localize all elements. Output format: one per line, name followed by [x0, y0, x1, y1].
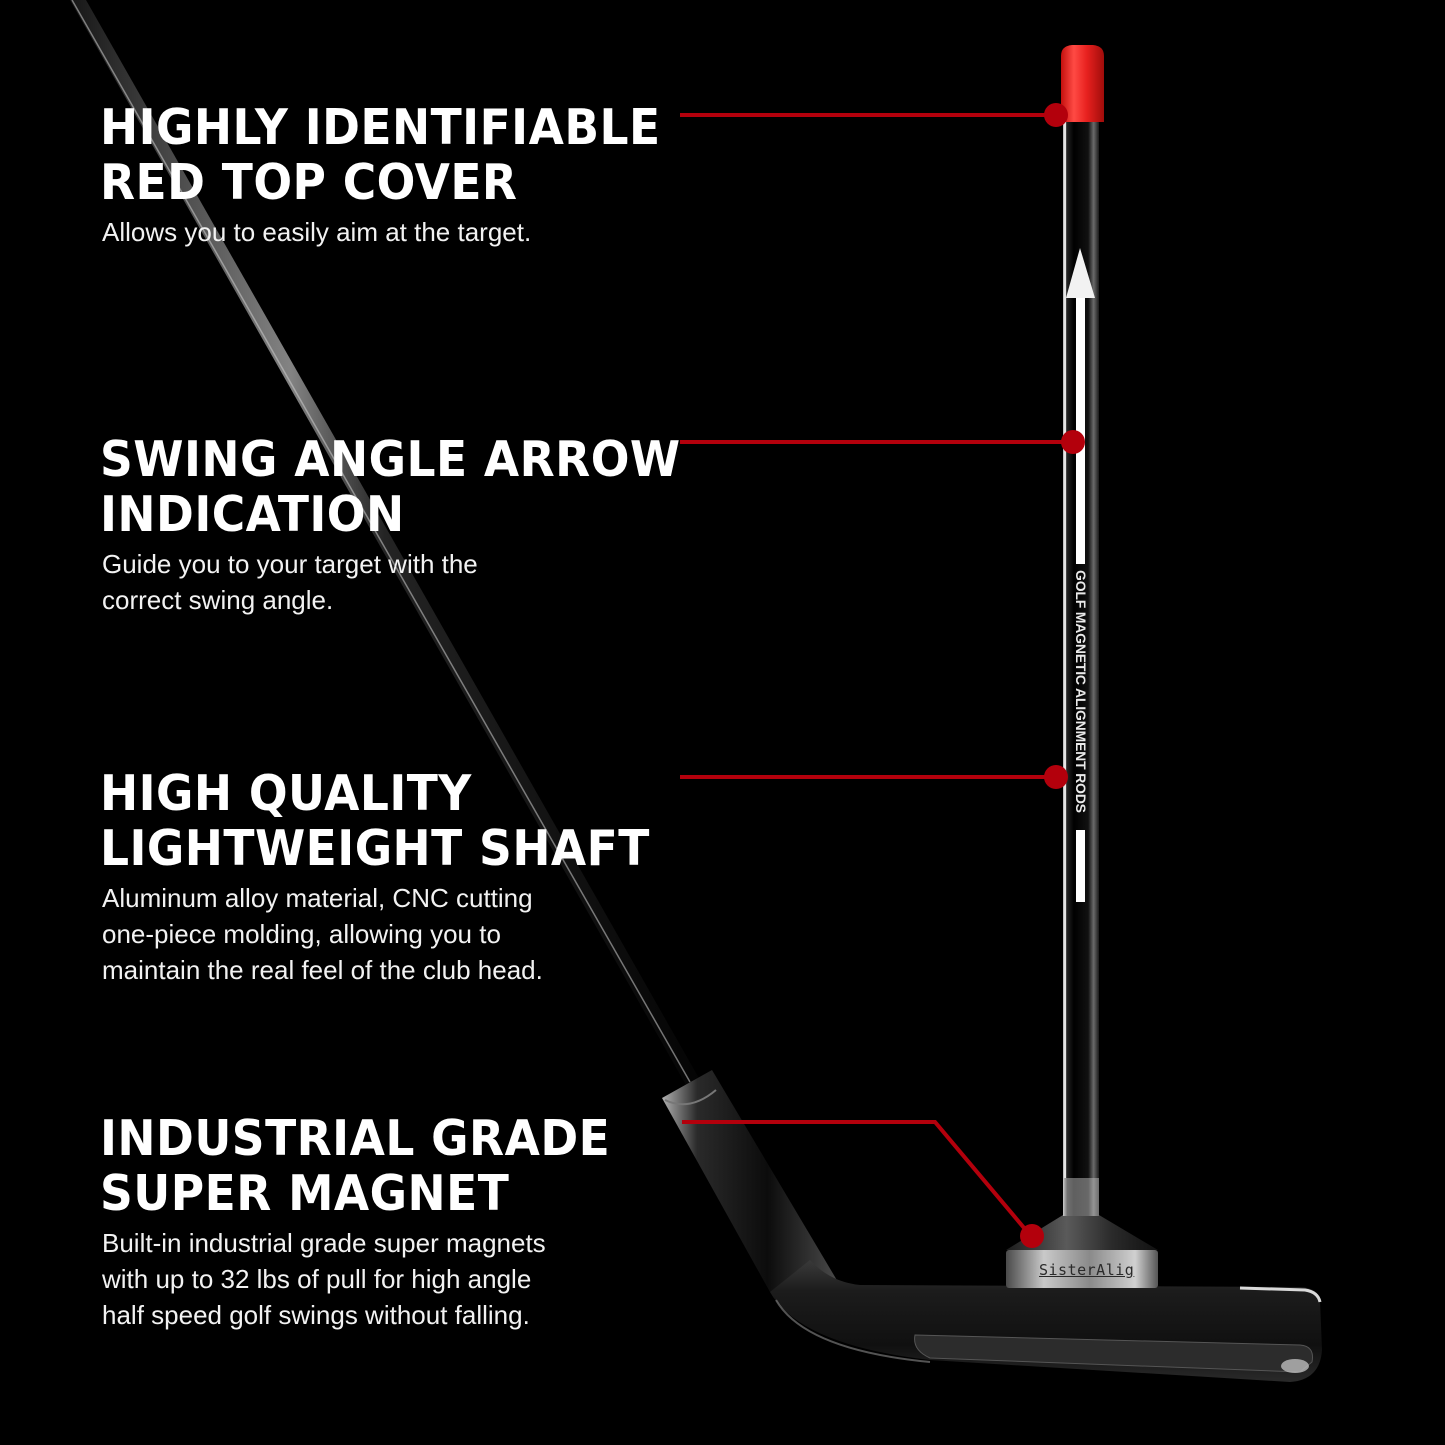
callout-lines	[680, 113, 1073, 1237]
magnet-base	[1006, 1176, 1158, 1288]
feature-description: Guide you to your target with the correc…	[102, 549, 478, 615]
golf-club-hosel	[662, 1070, 838, 1292]
feature-red-top-cover: HIGHLY IDENTIFIABLE RED TOP COVER Allows…	[100, 100, 703, 250]
feature-title: HIGHLY IDENTIFIABLE RED TOP COVER	[100, 99, 661, 211]
alignment-rod	[1063, 120, 1099, 1178]
feature-description: Built-in industrial grade super magnets …	[102, 1228, 546, 1330]
callout-dots	[1020, 103, 1085, 1248]
base-brand-label: SisterAlig	[1039, 1261, 1135, 1279]
red-top-cap	[1061, 45, 1104, 122]
feature-title: HIGH QUALITY LIGHTWEIGHT SHAFT	[100, 765, 650, 877]
feature-swing-angle-arrow: SWING ANGLE ARROW INDICATION Guide you t…	[100, 432, 724, 618]
feature-super-magnet: INDUSTRIAL GRADE SUPER MAGNET Built-in i…	[100, 1111, 649, 1333]
rod-label: GOLF MAGNETIC ALIGNMENT RODS	[1073, 569, 1089, 813]
feature-title: INDUSTRIAL GRADE SUPER MAGNET	[100, 1110, 611, 1222]
arrow-up-icon	[1066, 248, 1095, 298]
feature-description: Aluminum alloy material, CNC cutting one…	[102, 883, 543, 985]
feature-lightweight-shaft: HIGH QUALITY LIGHTWEIGHT SHAFT Aluminum …	[100, 766, 691, 988]
feature-title: SWING ANGLE ARROW INDICATION	[100, 431, 681, 543]
golf-club-head	[770, 1260, 1322, 1382]
feature-description: Allows you to easily aim at the target.	[102, 217, 532, 247]
arrow-shaft	[1076, 294, 1085, 564]
golf-club-shaft	[70, 0, 700, 1085]
